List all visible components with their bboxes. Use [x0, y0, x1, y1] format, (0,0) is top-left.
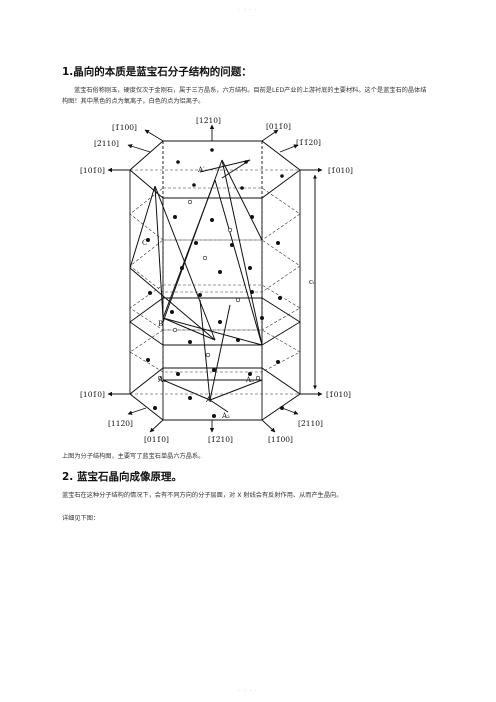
internal-layers — [129, 169, 301, 395]
point-label-a-prime: A′ — [197, 166, 205, 174]
diagonal-lines — [129, 159, 263, 413]
direction-arrows — [107, 124, 323, 433]
point-label-c0: c₀ — [309, 278, 316, 286]
figure-caption: 上图为分子结构图，主要写了蓝宝石单晶六方晶系。 — [62, 453, 205, 460]
dir-label-left-bottom: [101̄0] — [80, 390, 105, 399]
dir-label-right-bottom: [1̄010] — [326, 390, 351, 399]
dir-label-right-top: [1̄010] — [328, 166, 353, 175]
dir-label-top-4: [2̄110] — [94, 139, 119, 148]
dir-label-bot-2: [011̄0] — [144, 435, 169, 444]
dir-label-bot-4: [2̄110] — [298, 419, 323, 428]
section-1-title: 1.晶向的本质是蓝宝石分子结构的问题： — [62, 66, 252, 78]
page-footer-mark: - - - - — [238, 688, 258, 694]
section-2-note: 详细见下图： — [62, 515, 100, 522]
section-2-paragraph: 蓝宝石在这种分子结构的情况下，会有不同方向的分子层面，对 X 射线会有反射作用、… — [62, 492, 343, 499]
dir-label-bot-3: [1̄2̄10] — [208, 435, 233, 444]
dir-label-top-1: [1̄100] — [112, 123, 137, 132]
section-1-paragraph: 蓝宝石俗称刚玉，硬度仅次于金刚石，属于三方晶系，六方结构。目前是LED产业的上游… — [62, 87, 427, 105]
section-2-title: 2. 蓝宝石晶向成像原理。 — [62, 471, 182, 483]
dir-label-top-2: [12̄10] — [196, 116, 221, 125]
aluminum-ions — [157, 199, 261, 381]
point-label-c-prime: C′ — [142, 239, 149, 247]
dir-label-top-3: [011̄0] — [266, 122, 291, 131]
point-label-a1: A₁ — [157, 376, 166, 384]
dir-label-left-top: [101̄0] — [80, 166, 105, 175]
oxygen-ions — [146, 148, 284, 418]
c0-dimension — [300, 169, 322, 395]
page-header-mark: - - - - — [238, 7, 258, 13]
prism-edges — [129, 141, 301, 420]
point-label-a2: A₂ — [221, 412, 230, 420]
point-label-b-prime: B′ — [158, 320, 165, 328]
point-label-a: A — [205, 396, 212, 404]
dir-label-top-5: [1̄1̄20] — [296, 138, 321, 147]
point-label-a3: A₃ — [245, 376, 254, 384]
dir-label-bot-5: [11̄00] — [268, 435, 293, 444]
dir-label-bot-1: [112̄0] — [108, 419, 133, 428]
